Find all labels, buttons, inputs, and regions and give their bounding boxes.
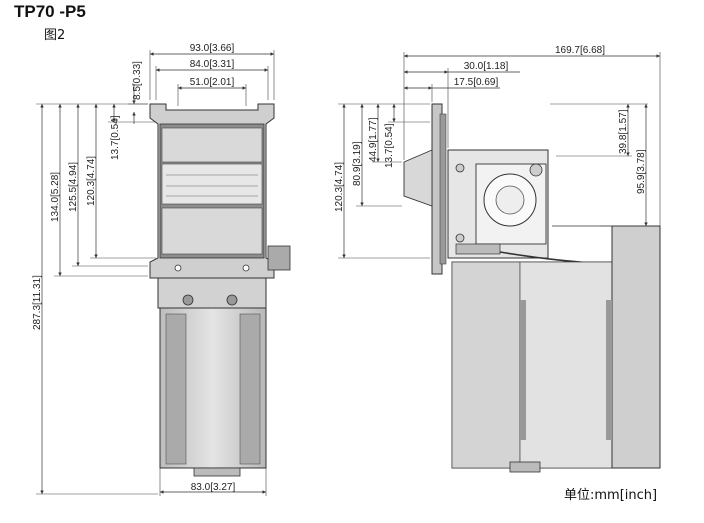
dim-width-top-outer: 93.0[3.66] (190, 43, 235, 54)
front-dimensions: 93.0[3.66] 84.0[3.31] 51.0[2.01] 8.5[0.3… (32, 43, 275, 496)
dim-height-upper: 80.9[3.19] (352, 141, 363, 186)
dim-height-right-small: 39.8[1.57] (618, 109, 629, 154)
side-dimensions: 169.7[6.68] 30.0[1.18] 17.5[0.69] 120.3[… (334, 45, 661, 259)
figure-label: 图2 (44, 28, 66, 43)
side-nose (403, 149, 433, 207)
dim-depth-bezel: 30.0[1.18] (464, 61, 509, 72)
front-lower-body (157, 277, 267, 309)
dim-height-head-inner: 125.5[4.94] (68, 162, 79, 212)
dim-flange-thickness: 8.5[0.33] (132, 61, 143, 100)
dim-height-head: 134.0[5.28] (50, 172, 61, 222)
card-slot (161, 163, 263, 205)
dim-height-total: 287.3[11.31] (32, 275, 43, 330)
front-connector (267, 245, 291, 271)
dim-depth-flange: 17.5[0.69] (454, 77, 499, 88)
dim-height-side-slot-offset: 13.7[0.54] (384, 123, 395, 168)
dim-height-right-large: 95.9[3.78] (636, 149, 647, 194)
dim-height-slot-offset: 13.7[0.54] (110, 115, 121, 160)
front-panel-top (161, 127, 263, 163)
unit-label: 单位:mm[inch] (564, 488, 658, 503)
front-view (149, 103, 291, 477)
front-panel-bottom (161, 207, 263, 255)
dim-width-top-inner: 84.0[3.31] (190, 59, 235, 70)
dim-width-slot: 51.0[2.01] (190, 77, 235, 88)
dim-depth-total: 169.7[6.68] (555, 45, 605, 56)
dim-height-slot-center: 44.9[1.77] (368, 117, 379, 162)
side-view (403, 103, 661, 473)
dim-height-bezel: 120.3[4.74] (334, 162, 345, 212)
dim-width-bottom: 83.0[3.27] (191, 482, 236, 493)
dim-height-window: 120.3[4.74] (86, 156, 97, 206)
diagram-title: TP70 -P5 (14, 2, 86, 21)
